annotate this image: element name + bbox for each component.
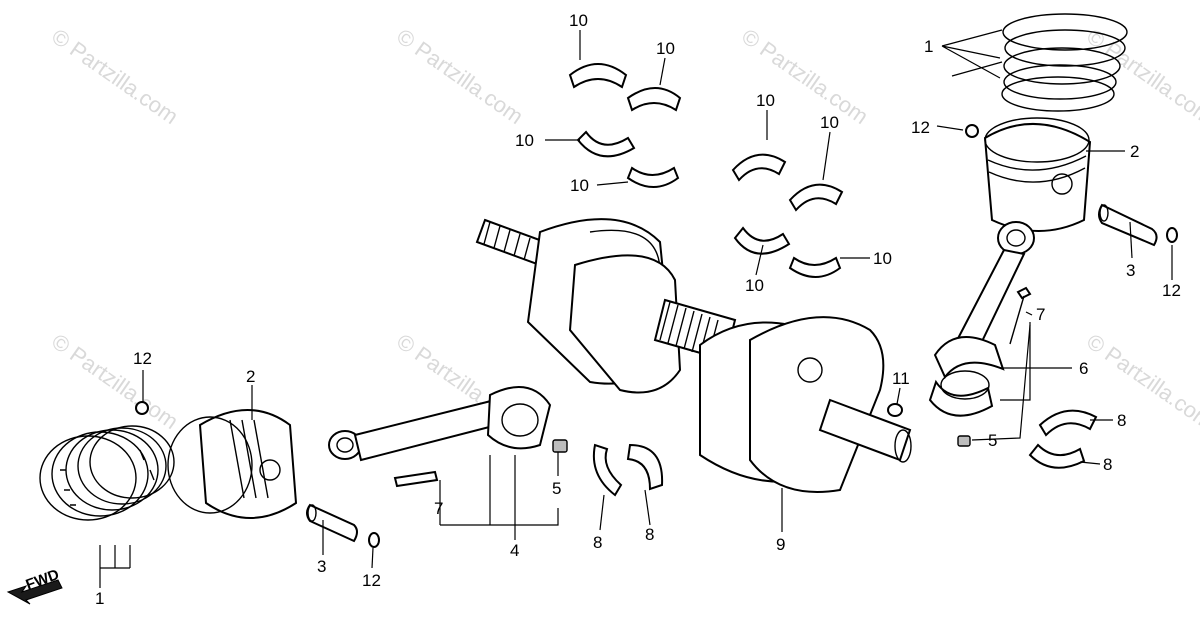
callout-12: 12 [133,349,152,368]
callout-12: 12 [911,118,930,137]
rod-nut-icon[interactable] [957,435,971,447]
circlip-icon[interactable] [135,401,149,415]
callout-10: 10 [515,131,534,150]
callout-10: 10 [820,113,839,132]
bearing-shells-upper-left [568,63,682,188]
callout-9: 9 [776,535,785,554]
watermark-text: © Partzilla.com [47,24,183,130]
bearing-shell-icon[interactable] [788,256,842,278]
circlip-icon[interactable] [368,532,380,548]
circlip-icon[interactable] [1166,227,1178,243]
rod-bolt-left[interactable] [393,470,439,488]
callout-8: 8 [645,525,654,544]
watermark-text: © Partzilla.com [392,24,528,130]
bearing-shell-icon[interactable] [626,443,664,491]
bearing-shells-upper-right [731,153,844,278]
callout-12: 12 [1162,281,1181,300]
callout-10: 10 [569,11,588,30]
piston-rings-right[interactable] [1001,13,1128,112]
crankshaft-plug-icon[interactable] [887,403,903,417]
callout-2: 2 [246,367,255,386]
watermark-text: © Partzilla.com [737,24,873,130]
watermark-text: © Partzilla.com [47,329,183,435]
circlip-icon[interactable] [965,124,979,138]
arrow-icon [6,579,63,605]
bearing-shell-icon[interactable] [1028,443,1086,469]
piston-pin-right[interactable] [1098,203,1158,247]
piston-pin-left[interactable] [306,503,358,543]
callout-labels: 10 10 10 10 10 10 10 10 1 12 2 3 12 7 6 … [95,11,1181,608]
rod-bolt-right[interactable] [1009,286,1032,345]
bearing-shell-icon[interactable] [731,153,787,182]
bearing-shell-icon[interactable] [1038,409,1098,437]
callout-10: 10 [873,249,892,268]
callout-3: 3 [317,557,326,576]
connecting-rod-left[interactable] [328,386,552,462]
callout-8: 8 [593,533,602,552]
callout-10: 10 [745,276,764,295]
bearing-shell-icon[interactable] [788,183,844,212]
crankshaft[interactable] [475,218,912,493]
piston-left[interactable] [167,409,298,519]
callout-8: 8 [1103,455,1112,474]
bearing-shell-icon[interactable] [626,166,680,188]
callout-11: 11 [892,369,910,388]
leader-lines [99,29,1173,588]
callout-7: 7 [1036,305,1045,324]
piston-right[interactable] [983,117,1092,232]
callout-10: 10 [756,91,775,110]
piston-rings-left[interactable] [39,425,175,521]
watermark-text: © Partzilla.com [1082,329,1200,435]
callout-8: 8 [1117,411,1126,430]
bearing-shell-icon[interactable] [626,87,682,112]
callout-1: 1 [95,589,104,608]
callout-4: 4 [510,541,519,560]
bearing-shell-icon[interactable] [593,443,623,497]
callout-7: 7 [434,499,443,518]
callout-1: 1 [924,37,933,56]
rod-nut-icon[interactable] [552,439,568,453]
callout-2: 2 [1130,142,1139,161]
connecting-rod-right[interactable] [928,221,1035,417]
watermark-text: © Partzilla.com [1082,24,1200,130]
bearing-shell-icon[interactable] [733,226,791,255]
callout-5: 5 [988,431,997,450]
callout-3: 3 [1126,261,1135,280]
callout-6: 6 [1079,359,1088,378]
bearing-shell-icon[interactable] [576,130,636,158]
callout-10: 10 [570,176,589,195]
callout-5: 5 [552,479,561,498]
callout-10: 10 [656,39,675,58]
bearing-shell-icon[interactable] [568,63,628,89]
callout-12: 12 [362,571,381,590]
fwd-arrow: FWD [6,566,63,605]
